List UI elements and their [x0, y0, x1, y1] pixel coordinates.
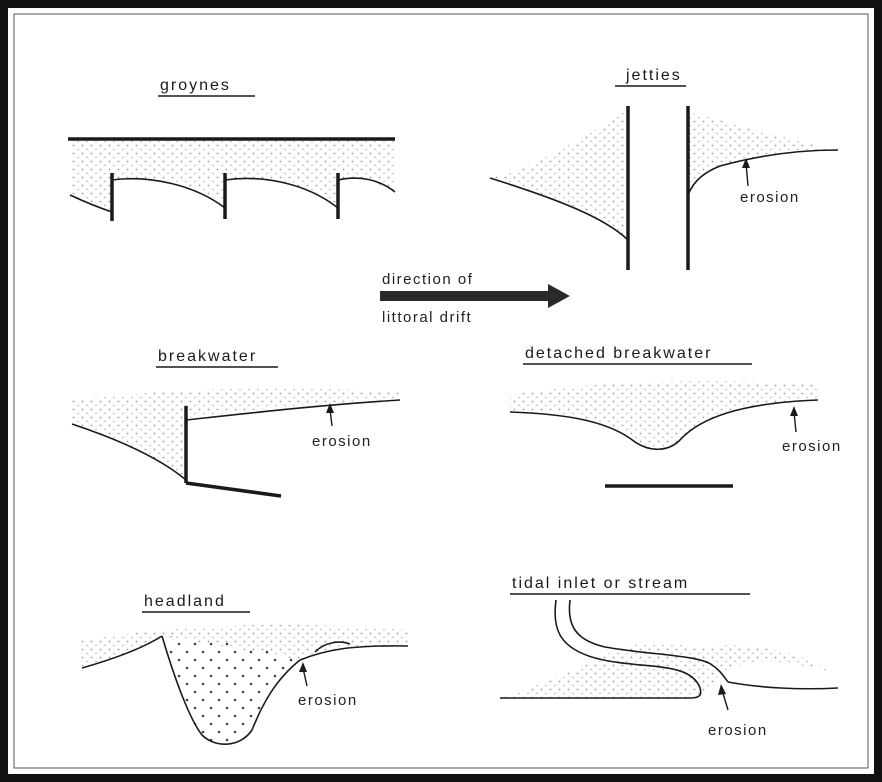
- shoreline-downdrift: [299, 645, 409, 661]
- erosion-label: erosion: [740, 189, 800, 206]
- panel-detached-breakwater: detached breakwater erosion: [509, 345, 842, 488]
- figure-inner-frame: [13, 13, 869, 769]
- drift-label-line1: direction of: [382, 271, 473, 288]
- shoreline-downdrift: [687, 149, 839, 196]
- erosion-label: erosion: [708, 722, 768, 739]
- title-tidal-inlet: tidal inlet or stream: [512, 575, 689, 592]
- title-groynes: groynes: [160, 77, 231, 94]
- shoreline: [69, 177, 396, 213]
- sand-area: [510, 381, 818, 449]
- sand-updrift: [490, 110, 628, 240]
- panel-jetties: jetties erosion: [489, 67, 839, 270]
- sand-area: [500, 643, 830, 698]
- drift-indicator: direction of littoral drift: [380, 271, 570, 326]
- erosion-label: erosion: [782, 438, 842, 455]
- shoreline-updrift: [71, 423, 187, 481]
- channel-inner-bank: [568, 599, 729, 683]
- channel-outer-bank: [500, 599, 702, 699]
- title-jetties: jetties: [625, 67, 682, 84]
- shoreline-downdrift: [185, 399, 401, 421]
- panel-tidal-inlet: tidal inlet or stream erosion: [500, 575, 839, 739]
- shoreline-updrift: [81, 635, 163, 669]
- panel-groynes: groynes: [68, 77, 396, 221]
- shoreline-downdrift: [727, 681, 839, 690]
- sand-area: [72, 388, 400, 480]
- title-breakwater: breakwater: [158, 348, 257, 365]
- shoreline: [509, 399, 819, 451]
- headland-spit: [314, 641, 351, 653]
- drift-label-line2: littoral drift: [382, 309, 472, 326]
- erosion-label: erosion: [298, 692, 358, 709]
- arrowhead: [326, 403, 334, 413]
- panel-headland: headland erosion: [81, 593, 409, 745]
- erosion-label: erosion: [312, 433, 372, 450]
- drift-arrow: [380, 284, 570, 308]
- arrowhead: [299, 662, 307, 672]
- arrowhead: [790, 406, 798, 416]
- arrowhead: [742, 158, 750, 168]
- breakwater-arm: [185, 481, 282, 498]
- headland-outline: [161, 635, 301, 745]
- sand-area: [70, 140, 395, 210]
- shoreline-updrift: [489, 177, 629, 241]
- headland-rock: [162, 636, 300, 745]
- sand-downdrift: [688, 112, 838, 195]
- title-detached-breakwater: detached breakwater: [525, 345, 712, 362]
- title-headland: headland: [144, 593, 226, 610]
- arrowhead: [718, 684, 726, 695]
- panel-breakwater: breakwater erosion: [71, 348, 401, 498]
